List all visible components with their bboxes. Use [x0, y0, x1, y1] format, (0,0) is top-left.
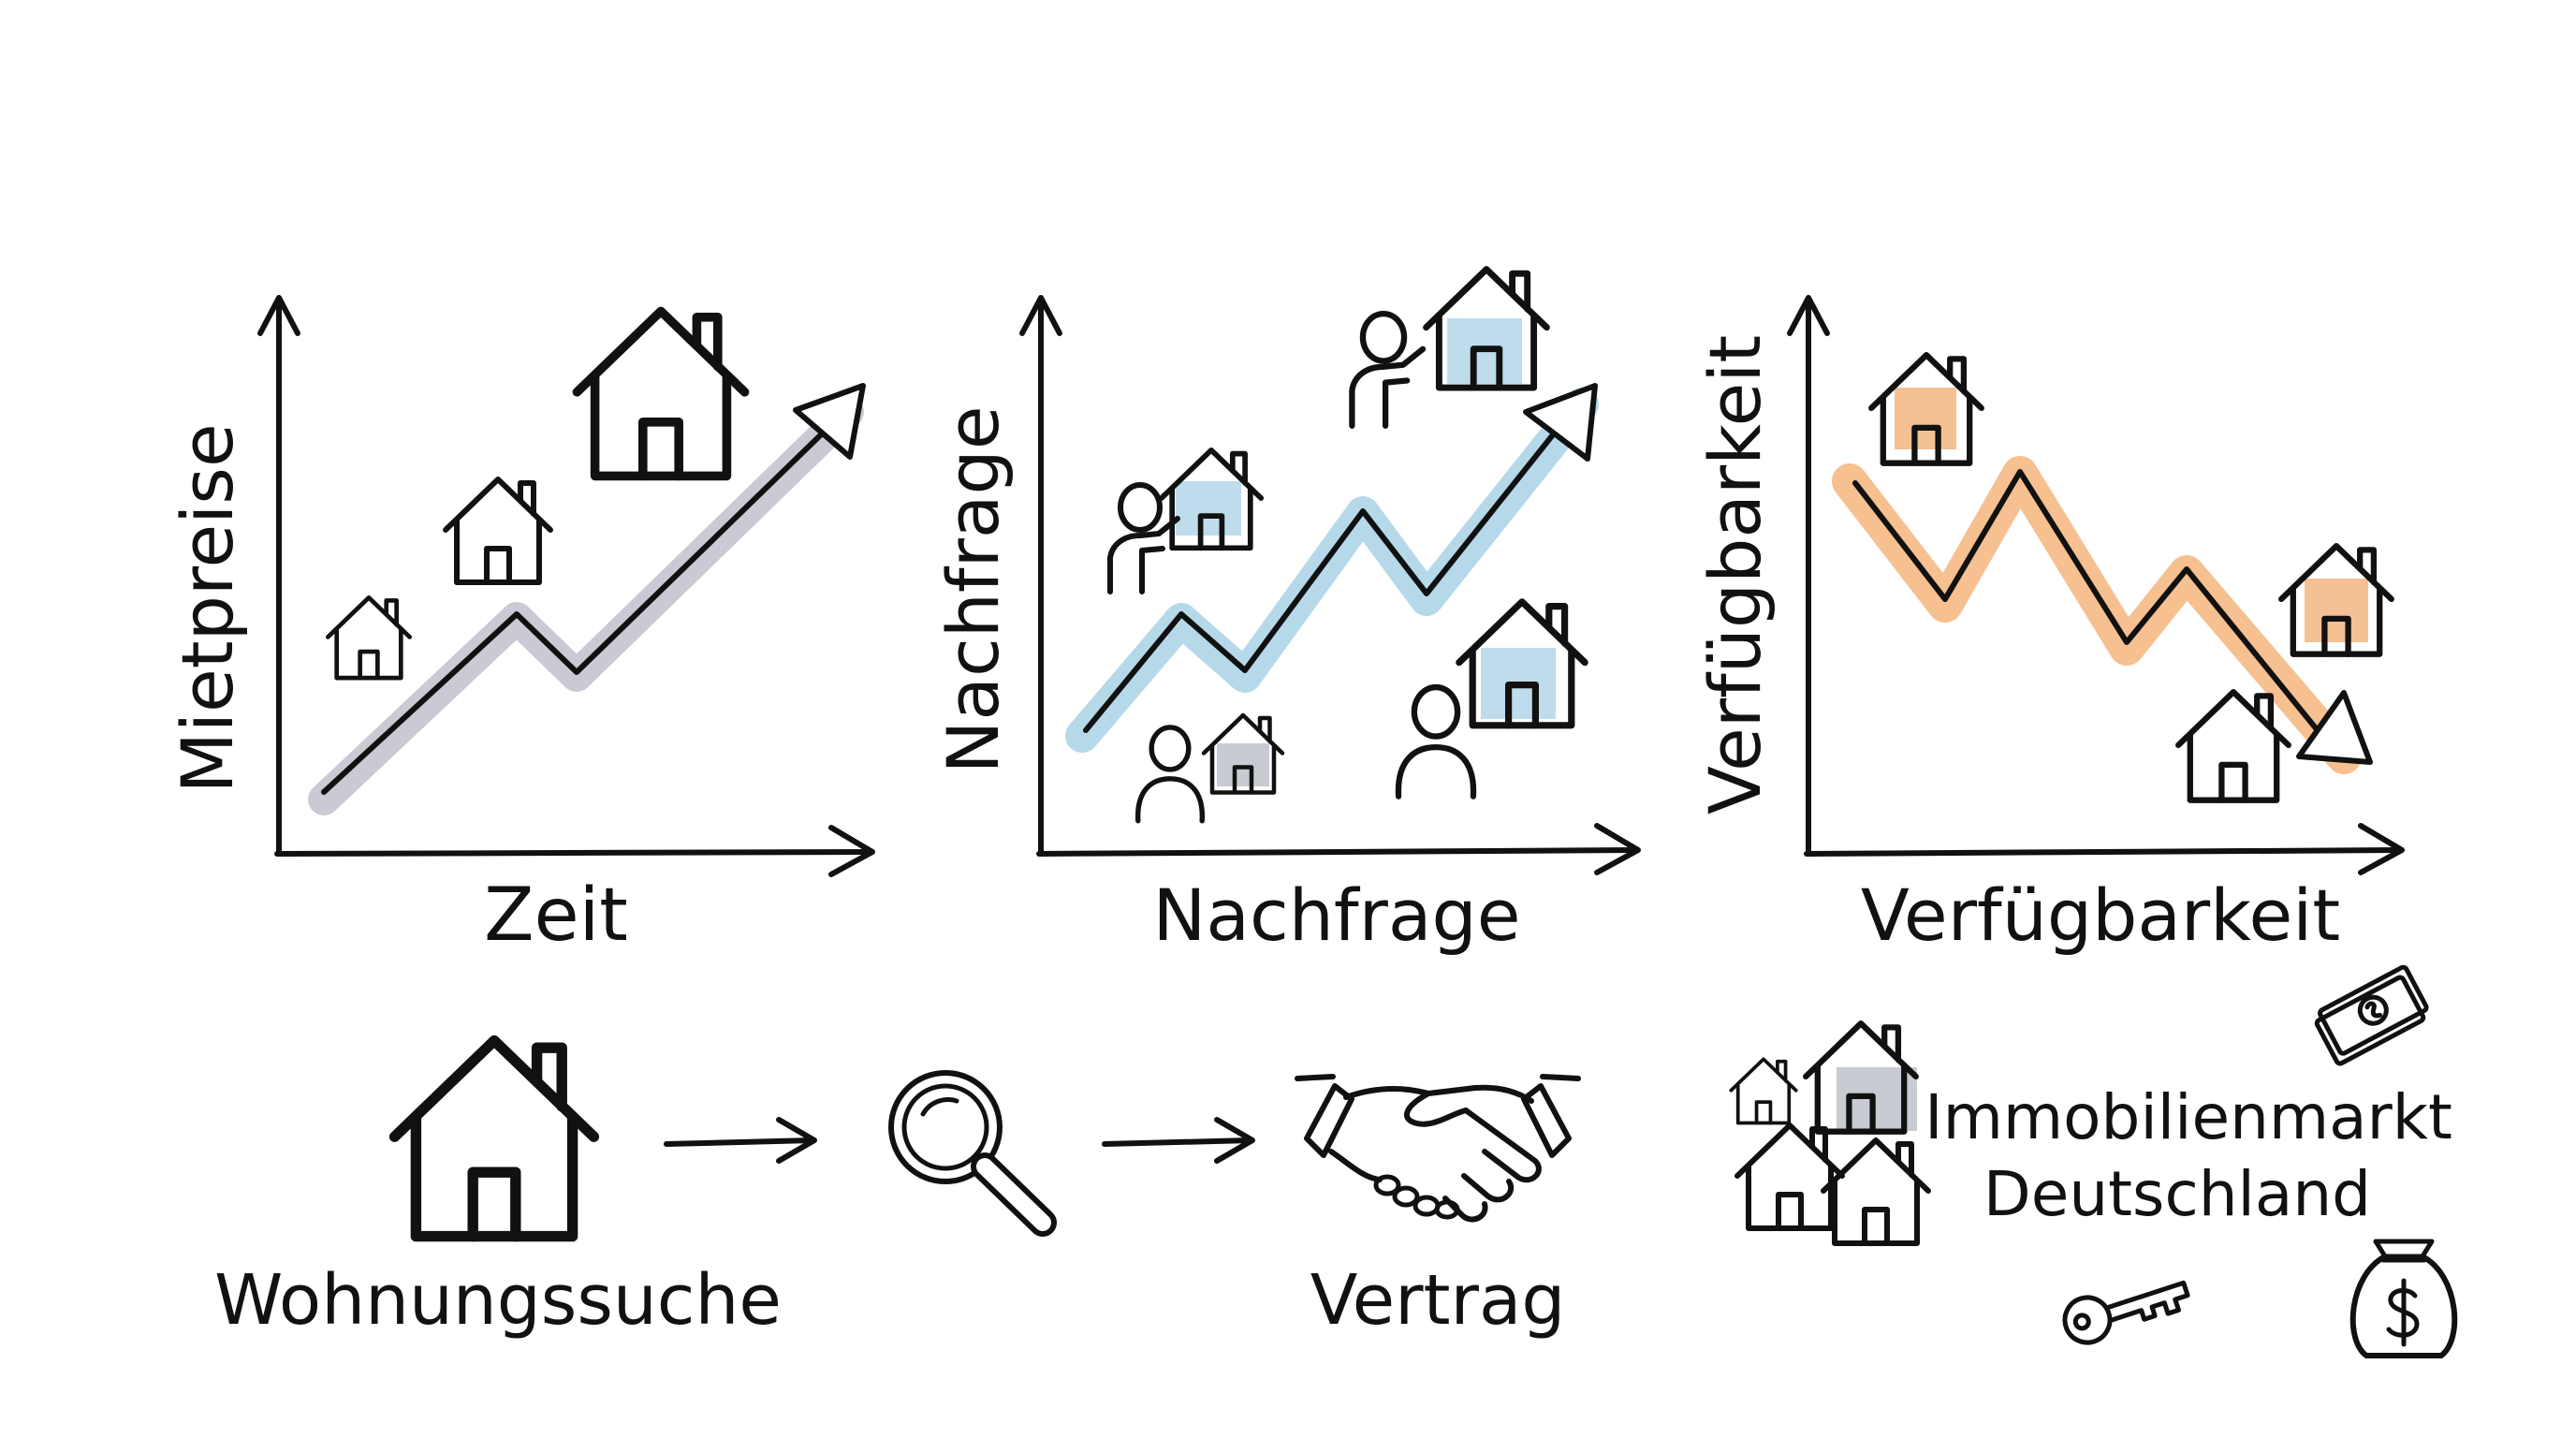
house-icon [1737, 1125, 1842, 1228]
x-axis-label: Zeit [484, 873, 628, 958]
step3-label: Vertrag [1310, 1260, 1566, 1341]
trend-arrowhead [2296, 690, 2373, 765]
house-icon [1823, 1140, 1928, 1243]
person-icon [1138, 727, 1203, 821]
arrow-right-icon [664, 1137, 815, 1147]
house-fill [1176, 481, 1241, 536]
person-pointing-icon [1352, 314, 1423, 426]
trend-highlight [308, 396, 864, 815]
arrow-right-icon [1102, 1137, 1253, 1147]
person-pointing-icon [1110, 485, 1178, 592]
house-icon [2178, 692, 2289, 800]
trend-line [1083, 407, 1575, 733]
arrow-right-icon-head [1214, 1117, 1255, 1164]
x-axis-label: Nachfrage [1153, 873, 1521, 957]
chart-verfuegbarkeit: Verfügbarkeit Verfügbarkeit [1693, 295, 2405, 957]
handshake-icon [1295, 1074, 1581, 1223]
trend-arrowhead [793, 383, 866, 460]
x-axis [1036, 847, 1637, 857]
house-fill [2305, 579, 2368, 642]
trend-arrowhead [1523, 383, 1598, 462]
key-icon [2062, 1280, 2190, 1345]
market-title-line1: Immobilienmarkt [1925, 1081, 2452, 1153]
y-axis-label: Mietpreise [166, 423, 249, 793]
x-axis-arrowhead [2358, 823, 2405, 875]
money-bag-icon [2349, 1239, 2458, 1358]
house-icon [446, 479, 550, 582]
x-axis-label: Verfügbarkeit [1861, 873, 2340, 957]
house-icon [577, 311, 744, 476]
arrow-right-icon-head [776, 1117, 817, 1164]
banknote-icon [2314, 964, 2429, 1066]
x-axis [1804, 847, 2401, 857]
process-flow: Wohnungssuche Vertr [214, 1041, 1581, 1341]
magnifier-icon [888, 1070, 1057, 1237]
person-icon [1398, 687, 1473, 797]
chart-mietpreise: Mietpreise Zeit [166, 295, 875, 958]
y-axis-label: Nachfrage [931, 406, 1015, 774]
trend-line [321, 411, 845, 795]
y-axis-arrowhead [1787, 295, 1830, 336]
x-axis-arrowhead [1594, 823, 1641, 875]
y-axis-arrowhead [1019, 295, 1062, 336]
house-icon [395, 1041, 594, 1237]
market-cluster: Immobilienmarkt Deutschland [1729, 964, 2458, 1358]
house-fill [1217, 743, 1269, 786]
x-axis [274, 849, 871, 857]
x-axis-arrowhead [828, 825, 875, 877]
house-icon [328, 597, 409, 678]
market-title-line2: Deutschland [1983, 1158, 2371, 1230]
house-fill [1895, 388, 1956, 449]
chart-nachfrage: Nachfrage Nachfrage [931, 270, 1641, 957]
y-axis-arrowhead [257, 295, 300, 336]
trend-line [1852, 469, 2335, 752]
y-axis-label: Verfügbarkeit [1693, 335, 1777, 814]
house-icon [1729, 1057, 1798, 1125]
step1-label: Wohnungssuche [214, 1260, 782, 1341]
